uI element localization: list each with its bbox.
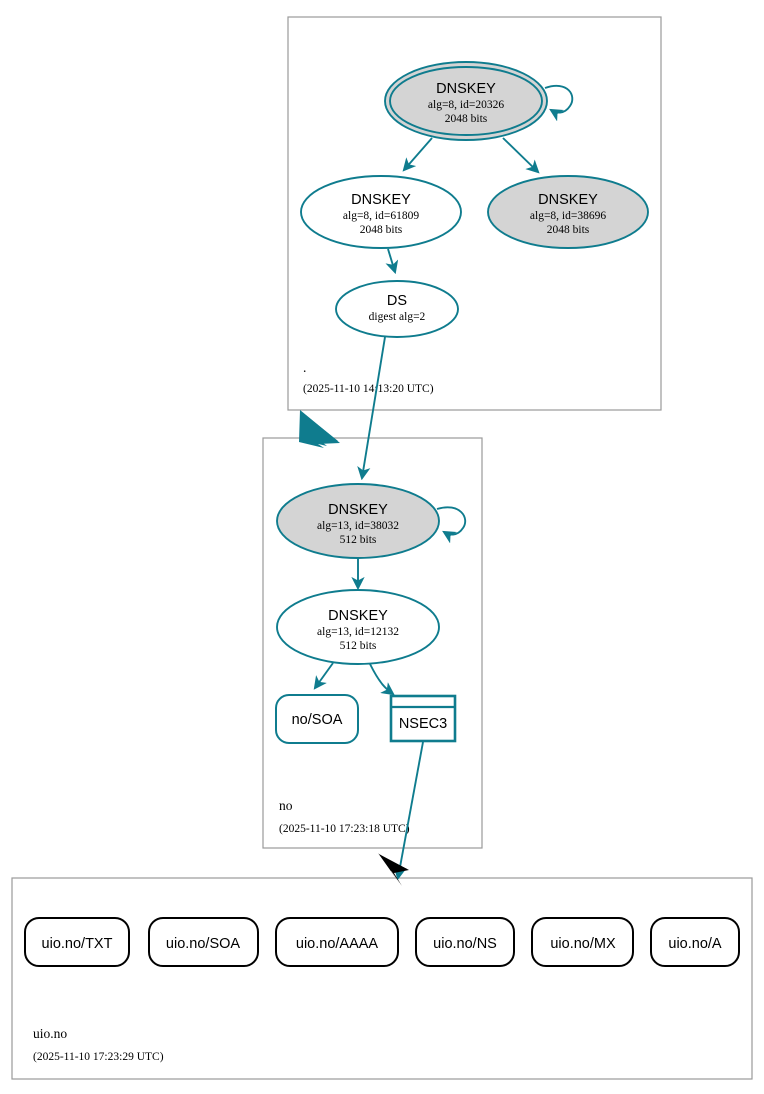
root-zsk-title: DNSKEY xyxy=(351,192,411,208)
root-ksk2-ellipse xyxy=(487,175,649,249)
uiono-mx-label: uio.no/MX xyxy=(550,936,616,952)
root-ksk-inner-ellipse xyxy=(389,66,543,136)
node-uiono-ns[interactable]: uio.no/NS xyxy=(415,917,515,967)
node-root-ksk[interactable]: DNSKEY alg=8, id=20326 2048 bits xyxy=(384,61,574,141)
edge-nsec3-to-uiono xyxy=(393,741,424,881)
no-soa-label: no/SOA xyxy=(292,712,343,728)
edge-nozsk-to-nsec3 xyxy=(369,663,395,696)
no-zsk-title: DNSKEY xyxy=(328,608,388,624)
node-no-zsk[interactable]: DNSKEY alg=13, id=12132 512 bits xyxy=(276,589,440,665)
root-zsk-ellipse xyxy=(300,175,462,249)
root-ds-digest: digest alg=2 xyxy=(369,311,426,323)
uiono-ns-label: uio.no/NS xyxy=(433,936,497,952)
root-ksk-params: alg=8, id=20326 xyxy=(428,99,504,111)
delegation-arrow-root-to-no xyxy=(299,410,340,448)
root-ksk-self-sign-loop xyxy=(544,85,574,122)
no-ksk-size: 512 bits xyxy=(340,534,377,546)
no-ksk-params: alg=13, id=38032 xyxy=(317,520,399,532)
root-ksk2-params: alg=8, id=38696 xyxy=(530,210,606,222)
no-zsk-params: alg=13, id=12132 xyxy=(317,626,399,638)
node-root-zsk[interactable]: DNSKEY alg=8, id=61809 2048 bits xyxy=(300,175,462,249)
nsec3-box xyxy=(389,694,457,743)
node-uiono-aaaa[interactable]: uio.no/AAAA xyxy=(275,917,399,967)
uiono-aaaa-label: uio.no/AAAA xyxy=(296,936,379,952)
uiono-a-label: uio.no/A xyxy=(668,936,722,952)
nsec3-label: NSEC3 xyxy=(399,716,447,732)
node-no-soa[interactable]: no/SOA xyxy=(275,694,359,744)
edge-rootds-to-nodnskey xyxy=(357,336,386,481)
zone-no-timestamp: (2025-11-10 17:23:18 UTC) xyxy=(279,823,410,835)
zone-uiono-name: uio.no xyxy=(33,1026,67,1041)
root-ksk2-size: 2048 bits xyxy=(547,224,590,236)
uiono-soa-label: uio.no/SOA xyxy=(166,936,240,952)
root-zsk-params: alg=8, id=61809 xyxy=(343,210,419,222)
root-ds-ellipse xyxy=(335,280,459,338)
uiono-ns-box xyxy=(415,917,515,967)
zone-uiono[interactable]: uio.no/TXT uio.no/SOA uio.no/AAAA uio.no… xyxy=(11,877,753,1080)
no-ksk-title: DNSKEY xyxy=(328,502,388,518)
root-ksk-size: 2048 bits xyxy=(445,113,488,125)
root-ksk2-title: DNSKEY xyxy=(538,192,598,208)
delegation-arrow-no-to-uiono xyxy=(378,853,409,886)
root-zsk-size: 2048 bits xyxy=(360,224,403,236)
no-soa-box xyxy=(275,694,359,744)
uiono-soa-box xyxy=(148,917,259,967)
no-ksk-ellipse xyxy=(276,483,440,559)
uiono-mx-box xyxy=(531,917,634,967)
node-no-nsec3[interactable]: NSEC3 xyxy=(389,694,457,743)
node-uiono-mx[interactable]: uio.no/MX xyxy=(531,917,634,967)
node-uiono-a[interactable]: uio.no/A xyxy=(650,917,740,967)
edge-rootzsk-to-rootds xyxy=(385,248,399,275)
node-uiono-soa[interactable]: uio.no/SOA xyxy=(148,917,259,967)
zone-uiono-border xyxy=(11,877,753,1080)
node-root-ds[interactable]: DS digest alg=2 xyxy=(335,280,459,338)
uiono-aaaa-box xyxy=(275,917,399,967)
node-root-ksk-38696[interactable]: DNSKEY alg=8, id=38696 2048 bits xyxy=(487,175,649,249)
no-zsk-size: 512 bits xyxy=(340,640,377,652)
zone-no-name: no xyxy=(279,798,293,813)
root-ksk-title: DNSKEY xyxy=(436,81,496,97)
uiono-txt-box xyxy=(24,917,130,967)
zone-root[interactable]: DNSKEY alg=8, id=20326 2048 bits DNSKEY … xyxy=(287,16,662,411)
edge-nozsk-to-nosoa xyxy=(313,662,334,690)
zone-root-name: . xyxy=(303,360,306,375)
edge-rootksk-to-rootzsk xyxy=(402,137,433,172)
root-ds-title: DS xyxy=(387,293,407,309)
node-no-ksk[interactable]: DNSKEY alg=13, id=38032 512 bits xyxy=(276,483,467,559)
uiono-txt-label: uio.no/TXT xyxy=(42,936,113,952)
uiono-a-box xyxy=(650,917,740,967)
zone-root-timestamp: (2025-11-10 14:13:20 UTC) xyxy=(303,383,434,395)
no-ksk-self-sign-loop xyxy=(436,506,467,544)
zone-no[interactable]: DNSKEY alg=13, id=38032 512 bits DNSKEY … xyxy=(262,437,483,849)
edge-rootksk-to-rootksk2 xyxy=(502,137,540,174)
zone-uiono-timestamp: (2025-11-10 17:23:29 UTC) xyxy=(33,1051,164,1063)
node-uiono-txt[interactable]: uio.no/TXT xyxy=(24,917,130,967)
